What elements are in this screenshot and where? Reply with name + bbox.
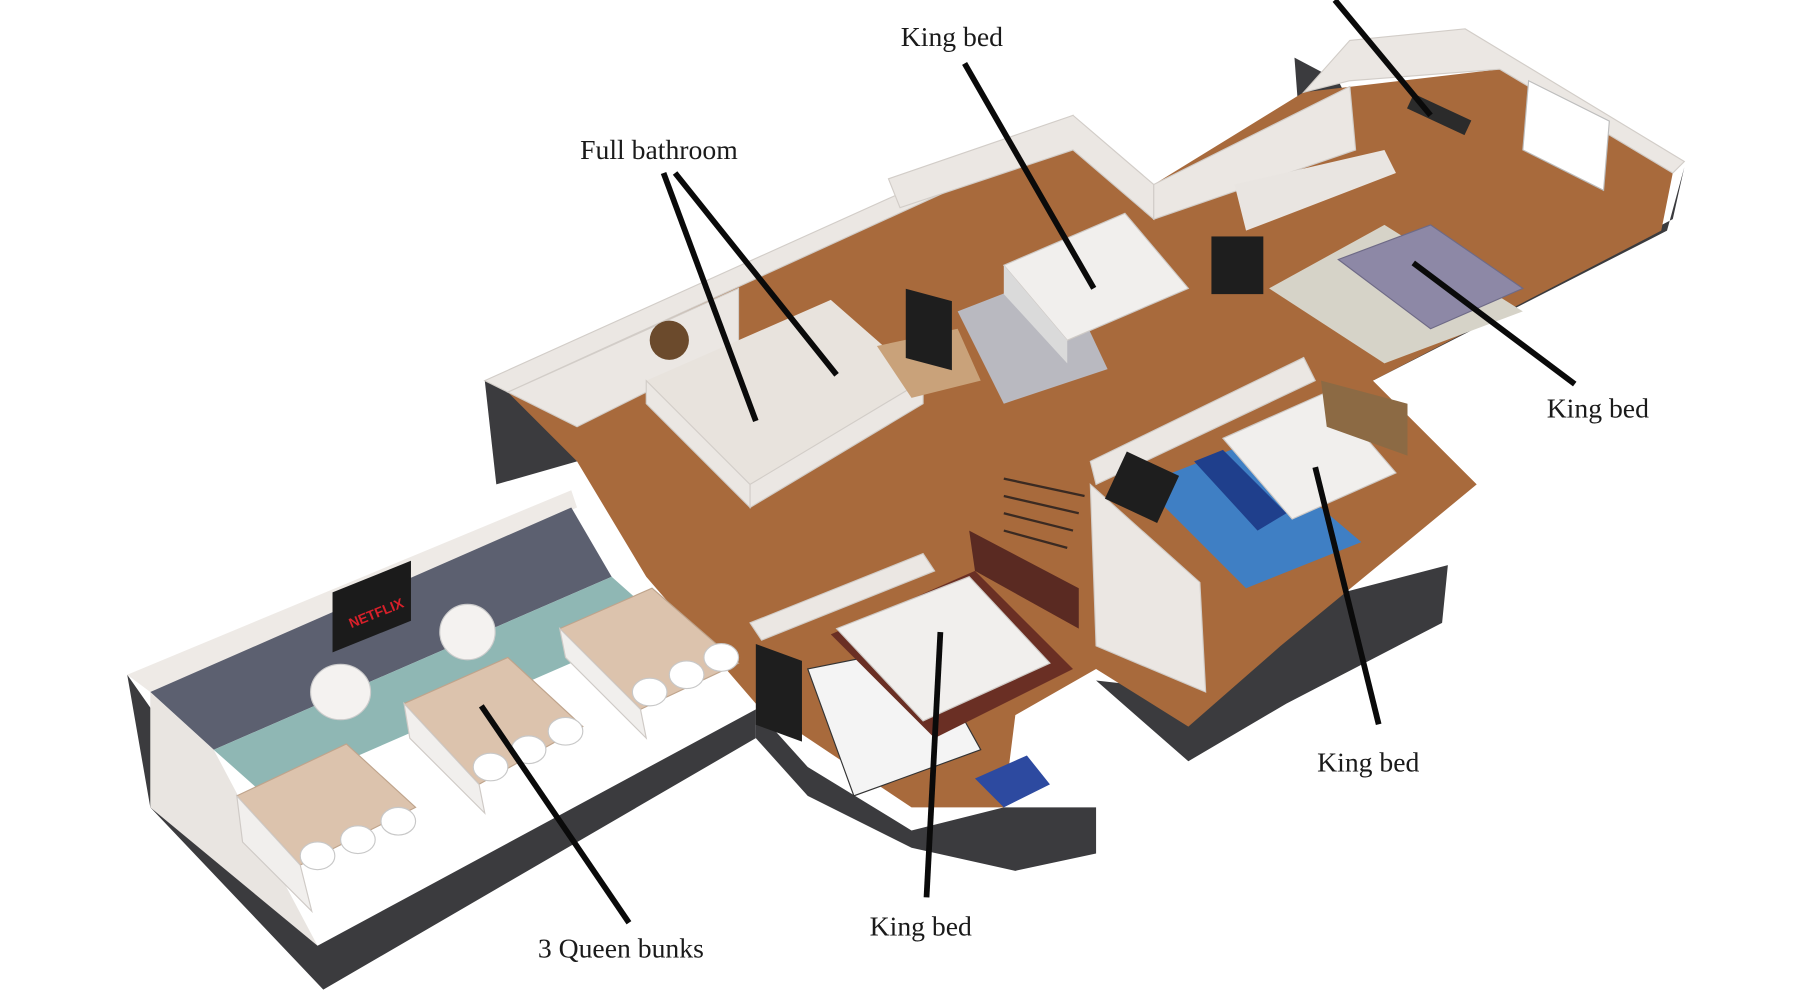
leader-line-bathroom-1 bbox=[660, 172, 759, 422]
tv bbox=[905, 288, 952, 371]
leader-line-king-top bbox=[962, 62, 1097, 290]
tv bbox=[1104, 451, 1180, 523]
label-king-bed-right: King bed bbox=[1547, 393, 1649, 424]
label-king-bed-bottom: King bed bbox=[870, 910, 972, 941]
mirror bbox=[649, 320, 689, 360]
leader-line-king-bottom bbox=[923, 631, 944, 898]
leader-line-king-right bbox=[1411, 260, 1577, 387]
callout-labels: King bed Full bathroom King bed King bed… bbox=[538, 21, 1649, 963]
staircase bbox=[1003, 477, 1085, 549]
tv-sign bbox=[332, 560, 411, 653]
king-bed bbox=[1002, 212, 1190, 341]
bean-bag bbox=[439, 603, 496, 661]
label-king-bed-top: King bed bbox=[901, 21, 1003, 52]
bedroom-middle bbox=[1089, 356, 1408, 693]
leader-line-king-middle bbox=[1312, 466, 1382, 726]
label-full-bathroom: Full bathroom bbox=[580, 134, 738, 165]
bedroom-right bbox=[1153, 28, 1686, 364]
callout-leaders bbox=[478, 0, 1577, 925]
bunk-room: NETFLIX bbox=[127, 490, 740, 946]
label-king-bed-middle: King bed bbox=[1317, 747, 1419, 778]
king-bed bbox=[835, 576, 1051, 722]
bean-bag bbox=[310, 663, 372, 721]
leader-line-bathroom-2 bbox=[672, 171, 839, 377]
leader-line-bunks bbox=[478, 704, 632, 925]
label-queen-bunks: 3 Queen bunks bbox=[538, 932, 704, 963]
tv bbox=[755, 644, 802, 742]
leader-line-office bbox=[1332, 0, 1433, 118]
tv bbox=[1211, 236, 1264, 295]
